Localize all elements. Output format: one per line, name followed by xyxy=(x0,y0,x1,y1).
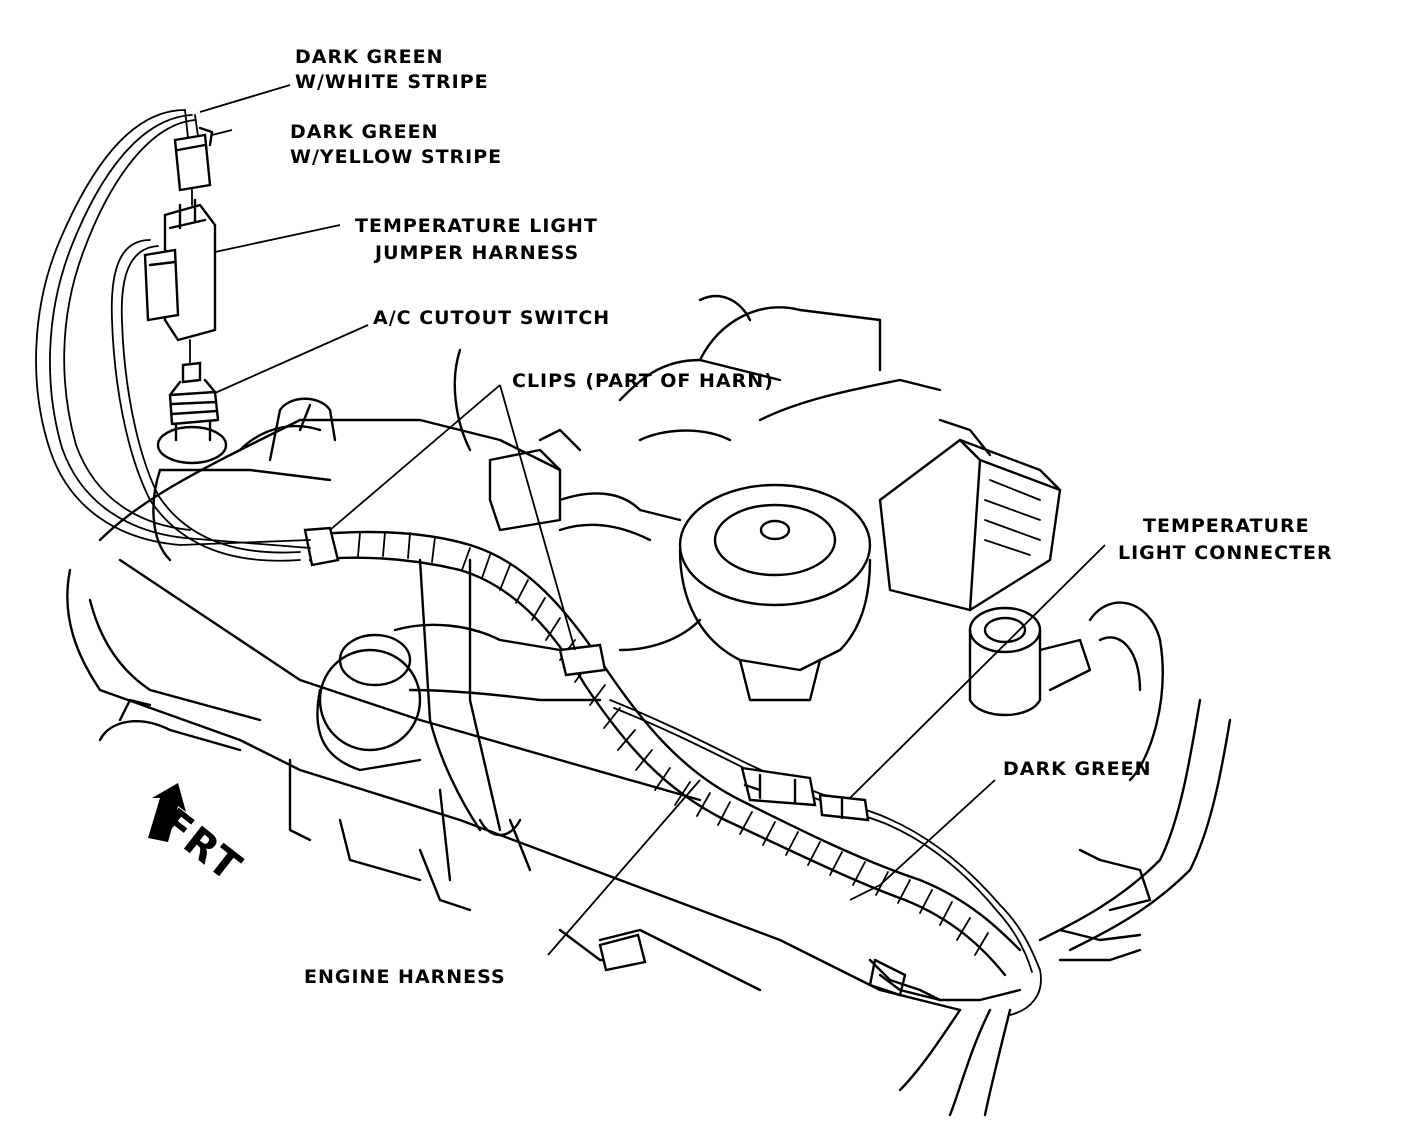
leader-temp-connector xyxy=(849,544,1106,799)
label-dark-green-yellow-stripe-line2: W/YELLOW STRIPE xyxy=(290,146,503,168)
ac-cutout-switch xyxy=(156,361,228,465)
label-dark-green-yellow-stripe-line1: DARK GREEN xyxy=(290,121,439,143)
engine-harness xyxy=(308,530,1022,977)
label-dark-green-white-stripe-line1: DARK GREEN xyxy=(295,46,444,68)
jumper-harness-wires xyxy=(35,109,311,562)
label-temperature-light-jumper-line2: JUMPER HARNESS xyxy=(375,242,580,264)
harness-clip-center xyxy=(558,643,607,677)
dark-green-wire xyxy=(609,699,1042,1016)
label-dark-green-white-stripe-line2: W/WHITE STRIPE xyxy=(295,71,489,93)
upper-connector xyxy=(173,109,214,192)
label-engine-harness: ENGINE HARNESS xyxy=(304,966,506,988)
leader-white-stripe xyxy=(199,84,291,113)
label-ac-cutout-switch: A/C CUTOUT SWITCH xyxy=(373,307,611,329)
jumper-harness-body xyxy=(143,189,217,366)
front-arrow-icon xyxy=(148,783,186,842)
relay-box xyxy=(878,418,1062,612)
label-temperature-light-connector-line1: TEMPERATURE xyxy=(1143,515,1310,537)
leader-lines xyxy=(199,84,1106,956)
leader-clip-left xyxy=(329,384,501,531)
bottom-corrugated-hoses xyxy=(868,958,1012,1117)
label-temperature-light-connector-line2: LIGHT CONNECTER xyxy=(1118,542,1333,564)
leader-yellow-stripe xyxy=(211,129,233,136)
leader-jumper-harness xyxy=(214,224,341,253)
distributor xyxy=(968,601,1164,782)
harness-clip-bottom xyxy=(598,933,647,972)
air-cleaner-area xyxy=(453,294,942,542)
right-corrugated-harness xyxy=(1038,698,1232,962)
temperature-light-connector xyxy=(818,793,870,822)
leader-ac-switch xyxy=(214,324,369,394)
leader-clip-center xyxy=(499,384,576,651)
valve-cover xyxy=(66,397,962,1012)
harness-clip-left xyxy=(303,526,340,567)
label-dark-green: DARK GREEN xyxy=(1003,758,1152,780)
leader-engine-harness xyxy=(547,779,701,956)
leader-dark-green xyxy=(849,779,996,901)
engine-harness-connector xyxy=(740,766,817,807)
label-temperature-light-jumper-line1: TEMPERATURE LIGHT xyxy=(355,215,598,237)
breather-elbow xyxy=(316,558,602,882)
label-clips: CLIPS (PART OF HARN) xyxy=(512,370,774,392)
air-cleaner xyxy=(618,483,872,702)
